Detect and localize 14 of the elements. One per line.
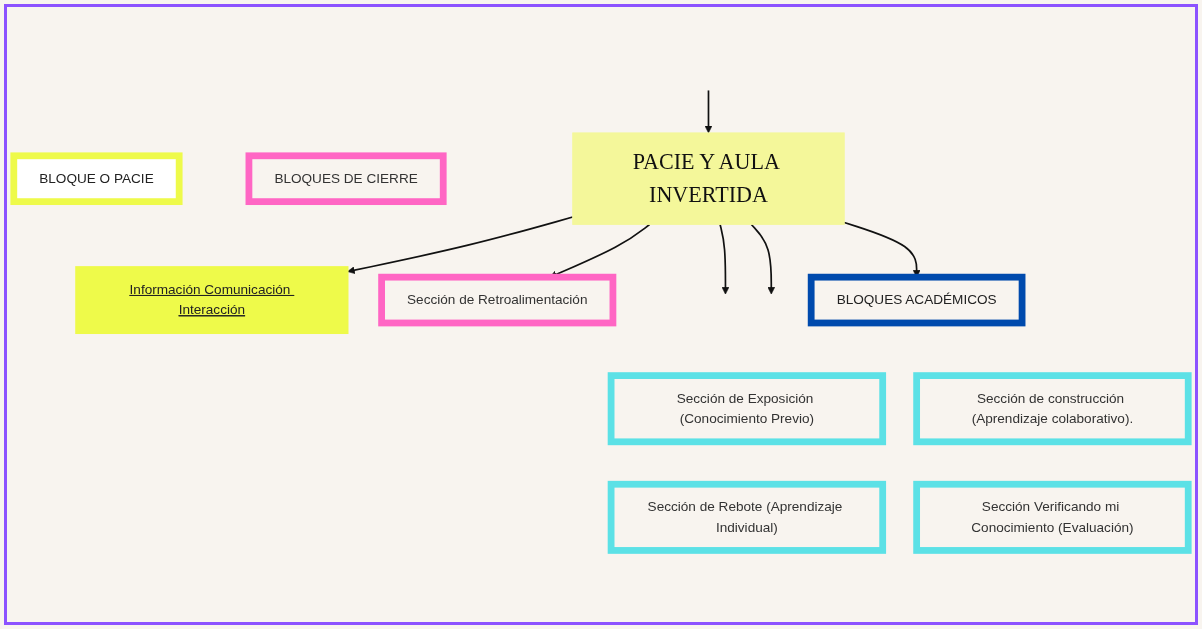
arrow (347, 216, 574, 274)
section-box: Sección de Rebote (Aprendizaje Individual) (607, 480, 887, 554)
section-box: BLOQUES DE CIERRE (245, 152, 447, 205)
section-box: Sección de construcción (Aprendizaje colaborativo). (913, 372, 1192, 446)
section-box: Sección Verificando mi Conocimiento (Evaluación) (913, 480, 1192, 554)
section-box: Sección de Retroalimentación (378, 273, 617, 327)
central-topic: PACIE Y AULA INVERTIDA (572, 132, 845, 225)
topic-box: Información Comunicación Interacción (75, 266, 349, 335)
block-title-box: BLOQUE O PACIE (10, 152, 183, 205)
arrow (750, 223, 775, 295)
section-box: Sección de Exposición (Conocimiento Previo) (607, 372, 887, 446)
block-title-box: BLOQUES ACADÉMICOS (807, 273, 1026, 327)
arrow (704, 89, 713, 134)
arrow (719, 223, 730, 295)
